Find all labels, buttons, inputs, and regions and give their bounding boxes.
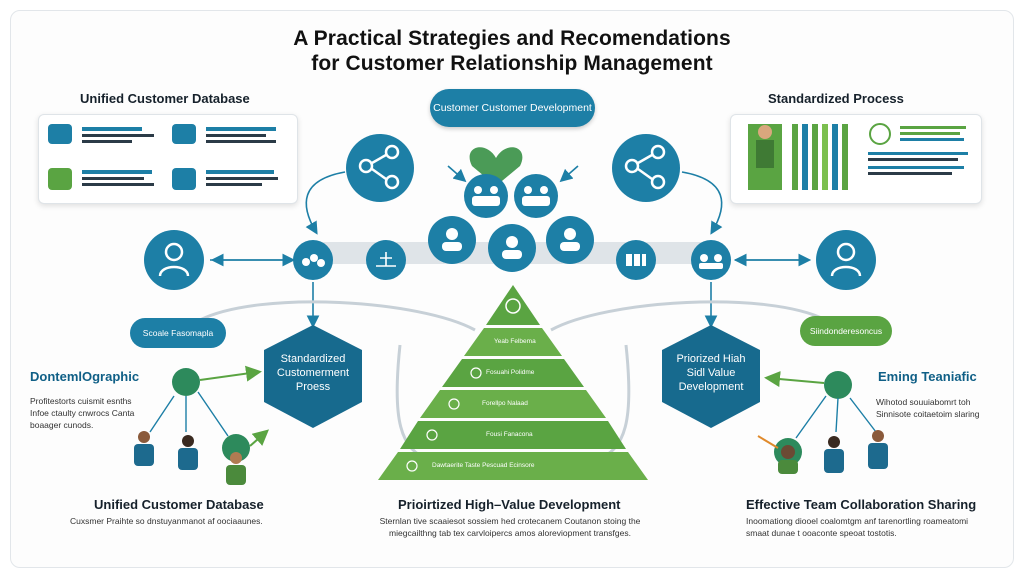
person-node-2[interactable] [488,224,536,272]
group-node-left[interactable] [293,240,333,280]
bottom-center-text: Sternlan tive scaaiesot sossiem hed crot… [379,516,641,538]
process-panel-graphics [748,123,968,190]
team-node-left[interactable] [464,174,508,218]
bottom-right-text: Inoomationg diooel coalomtgm anf tarenor… [746,516,969,538]
right-team-cluster [757,371,888,474]
user-node-right[interactable] [816,230,876,290]
network-node-left[interactable] [346,134,414,202]
pyramid-tier-5-text: Dawtaerite Taste Pescuad Ecinsore [432,462,535,469]
group-node-left-2[interactable] [366,240,406,280]
bottom-left-title: Unified Customer Database [94,497,264,512]
person-figure-2 [178,435,198,470]
group-node-right[interactable] [616,240,656,280]
db-row-icon-1 [48,124,72,144]
group-node-right-2[interactable] [691,240,731,280]
team-icon-right[interactable] [824,371,852,399]
hex-right[interactable] [662,325,760,428]
person-figure-1 [134,431,154,466]
bottom-center-title: Prioirtized High–Value Development [398,497,621,512]
user-node-left[interactable] [144,230,204,290]
unified-database-label: Unified Customer Database [80,91,250,106]
left-team-cluster [134,365,270,485]
person-node-3[interactable] [546,216,594,264]
pyramid-tier-4-text: Fousi Fanacona [486,431,533,438]
pyramid-tier-3-text: Forellpo Nalaad [482,400,528,407]
person-figure-5 [824,436,844,473]
person-figure-3 [226,452,246,485]
title-line-2: for Customer Relationship Management [311,52,713,75]
demographic-heading: DontemlOgraphic [30,369,140,384]
siindonderesoncus-cloud: Siindonderesoncus [800,316,892,346]
teamwork-body: Wihotod souuiabomrt toh Sinnisote coitae… [876,397,980,419]
pyramid-tier-2 [442,359,584,387]
person-figure-4 [778,445,798,474]
pyramid-tier-5 [378,452,648,480]
pyramid-tier-1 [464,328,562,356]
team-icon-left-2[interactable] [222,434,250,462]
hex-left-text: Standardized Customerment Proess [276,353,350,393]
hex-left[interactable] [264,325,362,428]
bottom-right-title: Effective Team Collaboration Sharing [746,497,977,512]
customer-development-pill[interactable]: Customer Customer Development [430,89,595,127]
teamwork-heading: Eming Teaniafic [878,369,977,384]
pyramid [378,285,648,480]
db-row-icon-3 [48,168,72,190]
pyramid-tier-3 [420,390,606,418]
network-node-right[interactable] [612,134,680,202]
pyramid-tier-1-text: Yeab Felbema [494,338,536,345]
standardized-process-label: Standardized Process [768,91,904,106]
team-node-right[interactable] [514,174,558,218]
team-icon-left[interactable] [172,368,200,396]
heart-icon [469,147,523,186]
pyramid-tier-2-text: Fosuahi Polidme [486,369,535,376]
title-line-1: A Practical Strategies and Recomendation… [293,27,731,50]
person-figure-6 [868,430,888,469]
hex-right-text: Priorized Hiah Sidl Value Development [676,353,746,393]
database-rows [48,124,278,190]
person-node-1[interactable] [428,216,476,264]
demographic-body: Profitestorts cuismit esnths Infoe ctaul… [30,396,135,430]
db-row-icon-2 [172,124,196,144]
connectors [210,165,812,329]
bottom-left-text: Cuxsmer Praihte so dnstuyanmanot af ooci… [70,516,263,526]
pyramid-tier-4 [400,421,626,449]
db-row-icon-4 [172,168,196,190]
scoale-cloud: Scoale Fasomapla [130,318,226,348]
